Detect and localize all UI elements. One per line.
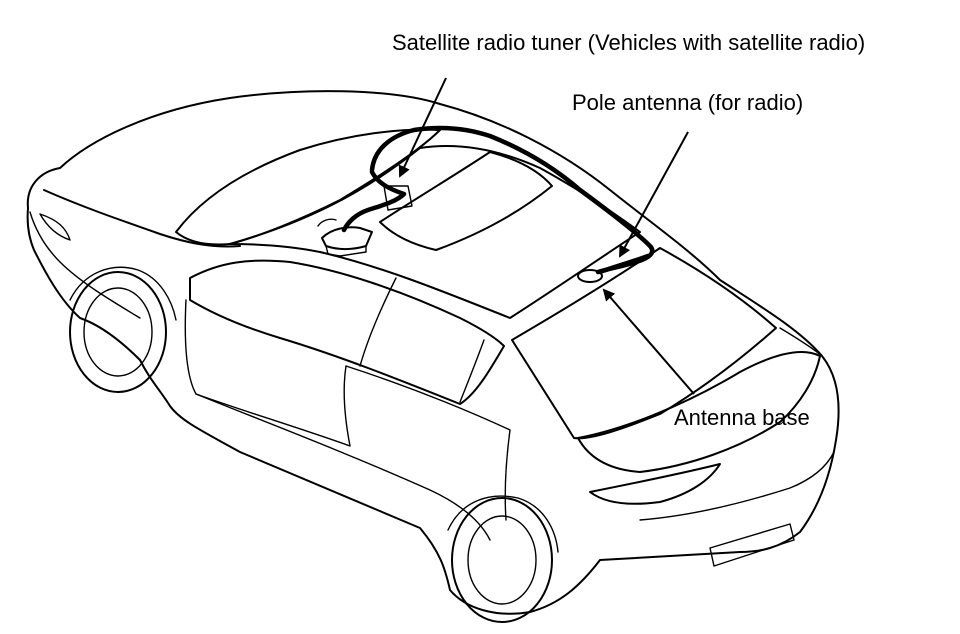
headlight: [39, 213, 71, 241]
antenna-base-label: Antenna base: [674, 405, 810, 430]
license-plate: [709, 523, 795, 567]
taillight: [589, 463, 721, 505]
rear-wheel: [447, 495, 559, 623]
trunk-lid: [577, 351, 821, 473]
rear-window: [511, 247, 777, 440]
side-windows: [189, 259, 505, 405]
door-lines: [184, 299, 511, 521]
roof-outline: [229, 145, 641, 319]
antenna-base-part: [577, 253, 651, 283]
satellite-tuner-leader: [398, 77, 447, 178]
satellite-tuner-label: Satellite radio tuner (Vehicles with sat…: [392, 30, 865, 55]
door-pillar: [359, 277, 397, 367]
rear-spoiler: [779, 327, 823, 357]
rear-pillar: [459, 339, 485, 403]
car-body-outline: [26, 90, 840, 615]
hood-edge: [43, 189, 241, 248]
front-bumper-line: [29, 211, 141, 319]
rear-bumper-line: [639, 451, 835, 521]
windshield: [175, 128, 441, 246]
pole-antenna-leader: [619, 131, 689, 258]
car-illustration: [26, 90, 840, 623]
antenna-base-leader: [602, 288, 695, 395]
pole-antenna-label: Pole antenna (for radio): [572, 90, 803, 115]
front-wheel: [69, 266, 177, 393]
satellite-tuner-module: [317, 185, 413, 257]
sill-line: [195, 393, 491, 541]
sunroof: [379, 151, 553, 251]
